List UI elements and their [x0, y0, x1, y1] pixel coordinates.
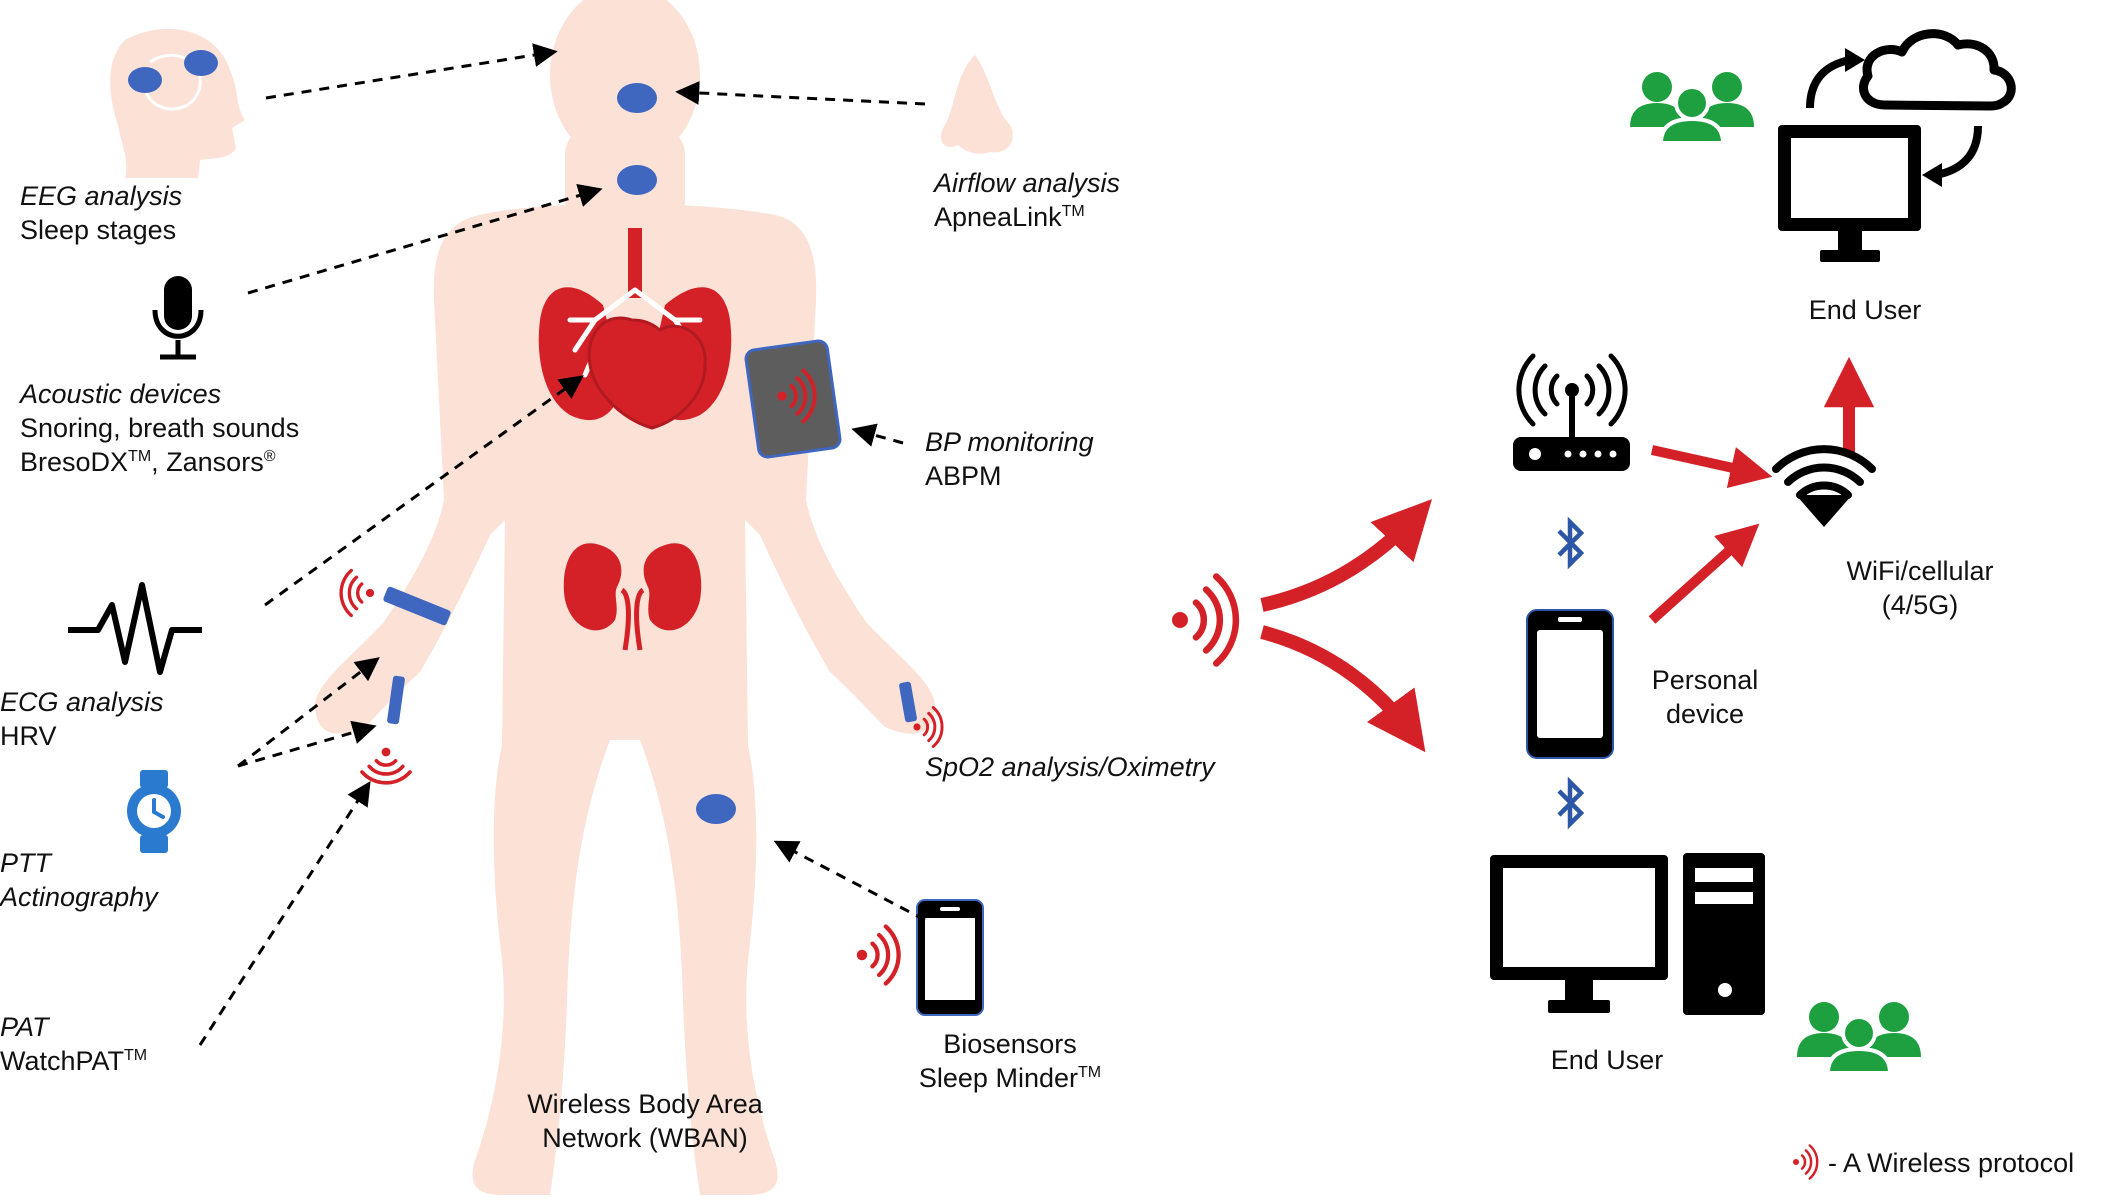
bp-title: BP monitoring: [925, 427, 1094, 457]
kidneys-icon: [563, 543, 702, 651]
label-airflow: Airflow analysis ApneaLinkTM: [934, 166, 1120, 234]
finger-sensor-right: [899, 681, 917, 723]
wifi-subtitle: (4/5G): [1881, 590, 1959, 620]
leg-sensor: [696, 794, 736, 824]
bluetooth-icon: [1559, 782, 1581, 824]
acoustic-subtitle: Snoring, breath sounds: [20, 413, 300, 443]
label-ecg: ECG analysis HRV: [0, 685, 164, 753]
pat-subtitle: WatchPATTM: [0, 1046, 148, 1076]
airflow-title: Airflow analysis: [934, 168, 1121, 198]
ptt-title: PTT: [0, 848, 51, 878]
wban-title: Wireless Body Area: [527, 1089, 763, 1119]
smartwatch-icon: [127, 770, 181, 853]
label-personal-device: Personal device: [1615, 663, 1795, 731]
acoustic-title: Acoustic devices: [20, 379, 222, 409]
pat-title: PAT: [0, 1012, 49, 1042]
label-acoustic: Acoustic devices Snoring, breath sounds …: [20, 377, 299, 479]
people-group-icon: [1795, 1000, 1923, 1075]
wireless-signal-icon: [857, 927, 899, 984]
spo2-title: SpO2 analysis/Oximetry: [925, 752, 1215, 782]
wireless-signal-icon: [360, 745, 412, 785]
label-end-user-top: End User: [1808, 295, 1922, 325]
acoustic-products: BresoDXTM, Zansors®: [20, 447, 276, 477]
transmission-arrows: [1260, 356, 1875, 753]
label-ptt: PTT Actinography: [0, 846, 158, 914]
cloud-icon: [1859, 29, 2016, 111]
personal-device-line2: device: [1665, 699, 1745, 729]
biosensors-title: Biosensors: [943, 1029, 1077, 1059]
finger-sensor-left: [387, 675, 405, 725]
label-pat: PAT WatchPATTM: [0, 1010, 147, 1078]
eeg-subtitle: Sleep stages: [20, 215, 177, 245]
wifi-icon: [1772, 445, 1876, 527]
wireless-signal-icon: [1172, 577, 1236, 664]
sync-arrows-icon: [1806, 48, 1982, 187]
throat-sensor: [617, 165, 657, 195]
legend-text: - A Wireless protocol: [1828, 1148, 2075, 1178]
personal-device-phone-icon: [1526, 609, 1614, 759]
smartphone-icon: [916, 899, 984, 1016]
ecg-title: ECG analysis: [0, 687, 164, 717]
ptt-subtitle: Actinography: [0, 882, 158, 912]
label-wban: Wireless Body Area Network (WBAN): [500, 1087, 790, 1155]
dashed-arrows: [198, 43, 926, 1046]
label-spo2: SpO2 analysis/Oximetry: [925, 750, 1215, 784]
bluetooth-icon: [1559, 522, 1581, 564]
personal-device-line1: Personal: [1651, 665, 1759, 695]
biosensors-subtitle: Sleep MinderTM: [918, 1063, 1102, 1093]
eeg-title: EEG analysis: [20, 181, 183, 211]
microphone-icon: [152, 276, 204, 360]
heart-icon: [587, 316, 707, 430]
people-group-icon: [1628, 70, 1756, 145]
forehead-sensor: [617, 83, 657, 113]
label-end-user-bottom: End User: [1550, 1045, 1664, 1075]
label-eeg: EEG analysis Sleep stages: [20, 179, 182, 247]
wrist-band-sensor: [383, 586, 451, 626]
bp-subtitle: ABPM: [925, 461, 1002, 491]
wireless-signal-icon: [339, 568, 376, 618]
label-wifi: WiFi/cellular (4/5G): [1820, 554, 2020, 622]
ecg-subtitle: HRV: [0, 721, 57, 751]
router-icon: [1513, 353, 1630, 471]
label-bp: BP monitoring ABPM: [925, 425, 1094, 493]
nose-icon: [940, 55, 1013, 154]
label-biosensors: Biosensors Sleep MinderTM: [905, 1027, 1115, 1095]
legend-wireless-icon: [1791, 1144, 1819, 1180]
desktop-computer-icon: [1490, 853, 1765, 1015]
wban-subtitle: Network (WBAN): [542, 1123, 748, 1153]
bp-cuff: [744, 339, 842, 459]
wifi-title: WiFi/cellular: [1846, 556, 1994, 586]
ecg-wave-icon: [68, 582, 202, 675]
airflow-subtitle: ApneaLinkTM: [934, 202, 1085, 232]
brain-head-icon: [110, 28, 245, 178]
body-sensors: [339, 83, 944, 824]
monitor-icon: [1778, 125, 1921, 262]
